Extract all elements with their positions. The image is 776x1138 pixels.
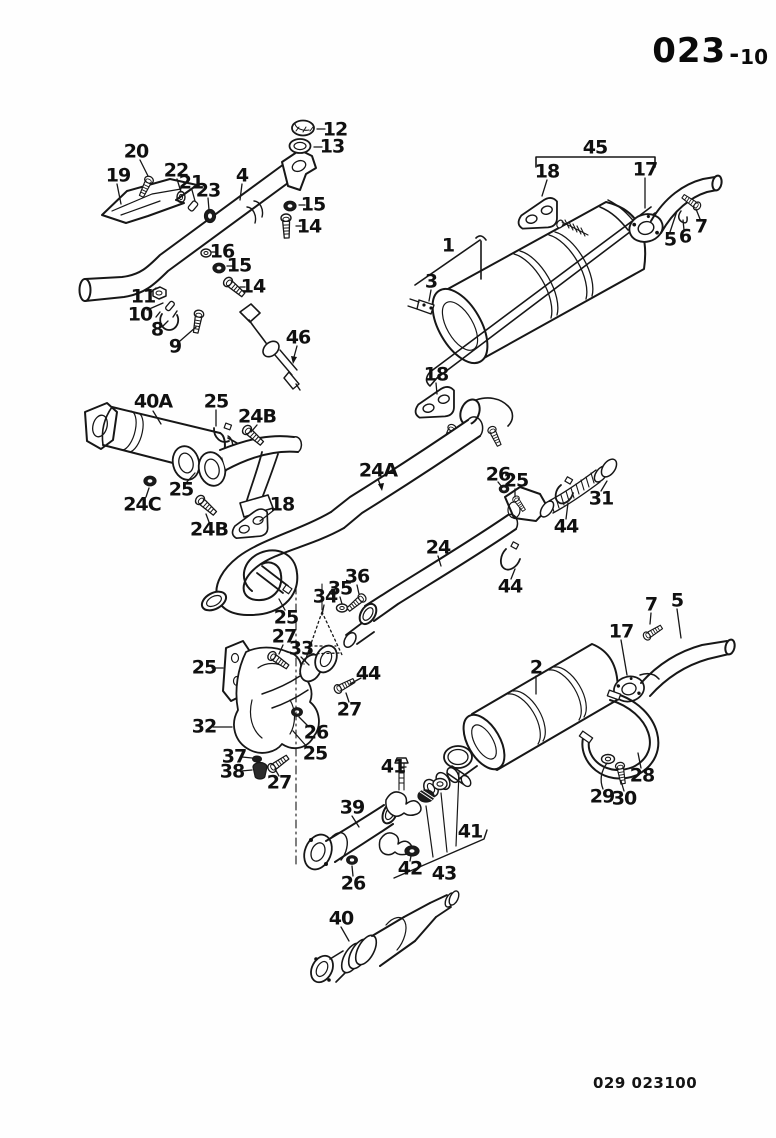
callout-24B: 24B — [190, 518, 229, 541]
callout-41: 41 — [380, 755, 406, 778]
callout-1: 1 — [441, 234, 455, 257]
callout-11: 11 — [130, 285, 156, 308]
intermediate-pipe-24-drawing — [343, 513, 521, 649]
callout-2: 2 — [529, 656, 543, 679]
callout-44: 44 — [355, 662, 381, 685]
rear-muffler-assembly-drawing — [423, 622, 736, 798]
callout-29: 29 — [589, 785, 615, 808]
callout-25: 25 — [503, 469, 529, 492]
callout-34: 34 — [312, 585, 338, 608]
callout-24: 24 — [425, 536, 451, 559]
connecting-pipe-39-drawing — [303, 745, 473, 871]
callout-7: 7 — [694, 215, 708, 238]
callout-21: 21 — [178, 171, 204, 194]
catalytic-converter-40-drawing — [310, 890, 460, 984]
callout-45: 45 — [582, 136, 608, 159]
callout-4: 4 — [235, 164, 249, 187]
callout-26: 26 — [340, 872, 366, 895]
callout-40A: 40A — [133, 390, 173, 413]
callout-41: 41 — [457, 820, 483, 843]
callout-24C: 24C — [123, 493, 161, 516]
callout-19: 19 — [105, 164, 131, 187]
callout-32: 32 — [191, 715, 217, 738]
callout-7: 7 — [644, 593, 658, 616]
heat-shield-drawing — [101, 119, 315, 335]
page-code-sub: 10 — [740, 45, 768, 70]
callout-18: 18 — [269, 493, 295, 516]
callout-38: 38 — [219, 760, 245, 783]
callout-17: 17 — [632, 158, 658, 181]
callout-16: 16 — [209, 240, 235, 263]
callout-25: 25 — [168, 478, 194, 501]
front-muffler-assembly-drawing — [407, 174, 723, 387]
callout-36: 36 — [344, 565, 370, 588]
flex-joint-drawing — [498, 458, 618, 522]
callout-40: 40 — [328, 907, 354, 930]
callout-9: 9 — [168, 335, 182, 358]
callout-14: 14 — [240, 275, 266, 298]
callout-26: 26 — [303, 721, 329, 744]
callout-44: 44 — [497, 575, 523, 598]
footer-ref: 029 023100 — [593, 1074, 698, 1092]
callout-13: 13 — [319, 135, 345, 158]
catalytic-converter-40a-drawing — [84, 402, 303, 545]
front-pipe-assembly-drawing — [78, 149, 317, 302]
callout-14: 14 — [296, 215, 322, 238]
callout-20: 20 — [123, 140, 149, 163]
callout-5: 5 — [663, 228, 677, 251]
callout-25: 25 — [273, 606, 299, 629]
callout-42: 42 — [397, 857, 423, 880]
callout-37: 37 — [221, 745, 247, 768]
callout-31: 31 — [588, 487, 614, 510]
callout-33: 33 — [288, 637, 314, 660]
page-code-main: 023 — [652, 31, 727, 71]
callout-8: 8 — [150, 318, 164, 341]
callout-18: 18 — [423, 363, 449, 386]
callout-5: 5 — [670, 589, 684, 612]
callout-27: 27 — [336, 698, 362, 721]
callout-24A: 24A — [358, 459, 398, 482]
callout-3: 3 — [424, 270, 438, 293]
callout-27: 27 — [271, 625, 297, 648]
page-code: 023 - 10 — [652, 31, 768, 71]
centerline-dash-lines — [295, 583, 323, 869]
callout-23: 23 — [195, 179, 221, 202]
callout-39: 39 — [339, 796, 365, 819]
callout-17: 17 — [608, 620, 634, 643]
callout-18: 18 — [534, 160, 560, 183]
callout-25: 25 — [302, 742, 328, 765]
manifold-bracket-32-drawing — [222, 591, 369, 780]
page-code-dash: - — [729, 39, 740, 68]
callout-25: 25 — [191, 656, 217, 679]
callout-35: 35 — [327, 577, 353, 600]
callout-10: 10 — [127, 303, 153, 326]
callout-28: 28 — [629, 764, 655, 787]
callout-12: 12 — [322, 118, 348, 141]
intermediate-pipe-24a-drawing — [200, 384, 514, 617]
callout-15: 15 — [226, 254, 252, 277]
callout-15: 15 — [300, 193, 326, 216]
leader-lines — [116, 128, 701, 942]
callout-44: 44 — [553, 515, 579, 538]
callout-6: 6 — [678, 225, 692, 248]
callout-43: 43 — [431, 862, 457, 885]
callout-22: 22 — [163, 159, 189, 182]
callout-46: 46 — [285, 326, 311, 349]
oxygen-sensor-drawing — [239, 303, 301, 391]
callout-24B: 24B — [238, 405, 277, 428]
callout-30: 30 — [611, 787, 637, 810]
callout-25: 25 — [203, 390, 229, 413]
callout-27: 27 — [266, 771, 292, 794]
callout-26: 26 — [485, 463, 511, 486]
